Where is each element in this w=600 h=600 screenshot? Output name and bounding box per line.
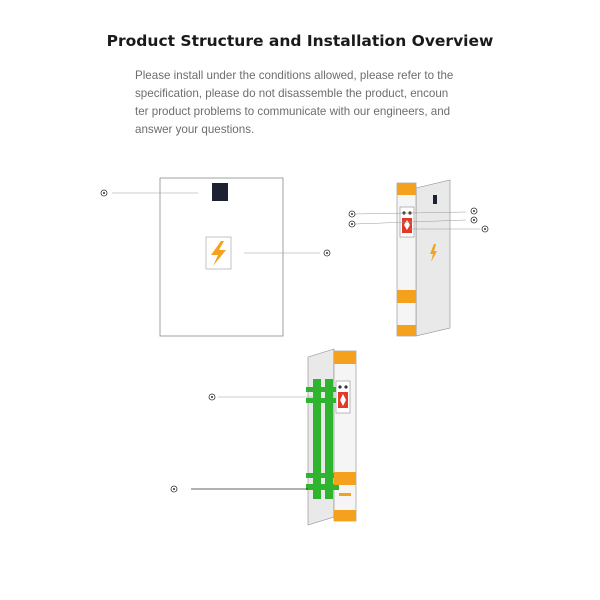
side-view [348, 179, 489, 337]
mounting-bracket [306, 379, 339, 499]
display-screen-icon [212, 183, 228, 201]
lightning-bolt-icon [205, 236, 232, 270]
description-line-2: specification, please do not disassemble… [135, 87, 449, 100]
description: Please install under the conditions allo… [135, 67, 495, 139]
page-title: Product Structure and Installation Overv… [106, 32, 494, 50]
side-bottom-handle [397, 290, 416, 303]
description-line-4: answer your questions. [135, 123, 255, 136]
front-view [100, 177, 331, 337]
back-view [170, 348, 357, 526]
side-top-handle [397, 183, 416, 195]
description-line-1: Please install under the conditions allo… [135, 69, 454, 82]
description-line-3: ter product problems to communicate with… [135, 105, 451, 118]
side-front-face [396, 182, 417, 337]
side-base-strip [397, 325, 416, 336]
